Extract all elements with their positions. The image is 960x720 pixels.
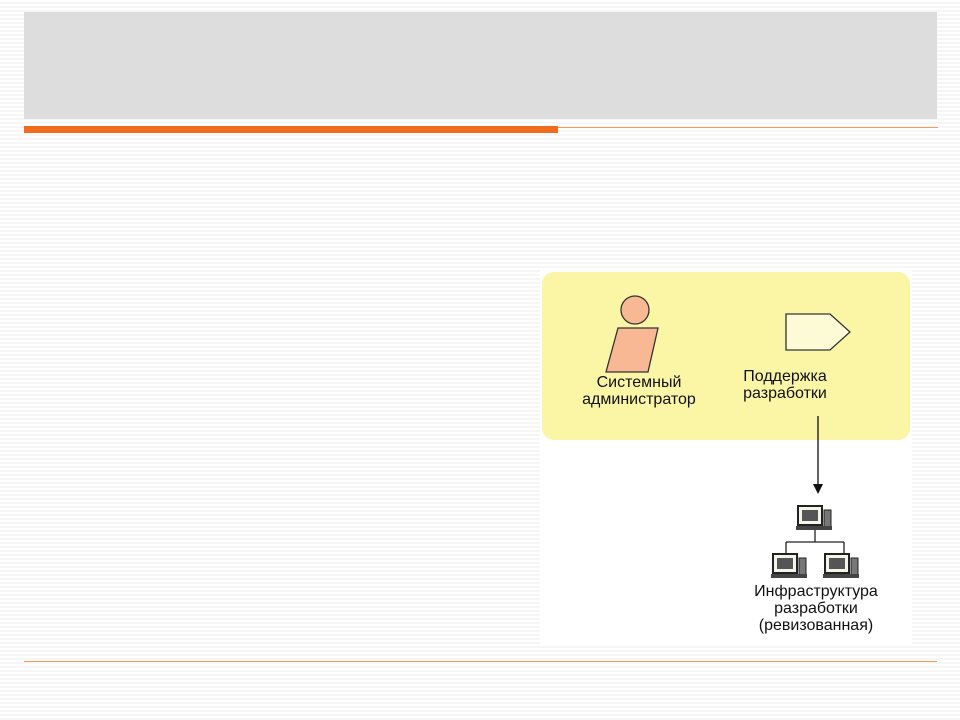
worker-role-icon [605, 295, 659, 373]
role-area [542, 272, 910, 440]
artifact-label-infra: Инфраструктура разработки (ревизованная) [754, 583, 878, 634]
network-computers-icon [771, 505, 859, 578]
footer-accent-line [24, 661, 937, 662]
role-label-admin: Системный администратор [582, 374, 696, 408]
title-accent-line [558, 127, 938, 128]
slide-title-bar [24, 12, 937, 119]
title-accent-bar [24, 126, 558, 133]
activity-label-support: Поддержка разработки [743, 368, 827, 402]
link-arrow [813, 416, 823, 494]
diagram-canvas [542, 272, 910, 578]
workflow-diagram: Системный администратор Поддержка разраб… [540, 270, 912, 644]
activity-arrow-icon [785, 313, 851, 351]
